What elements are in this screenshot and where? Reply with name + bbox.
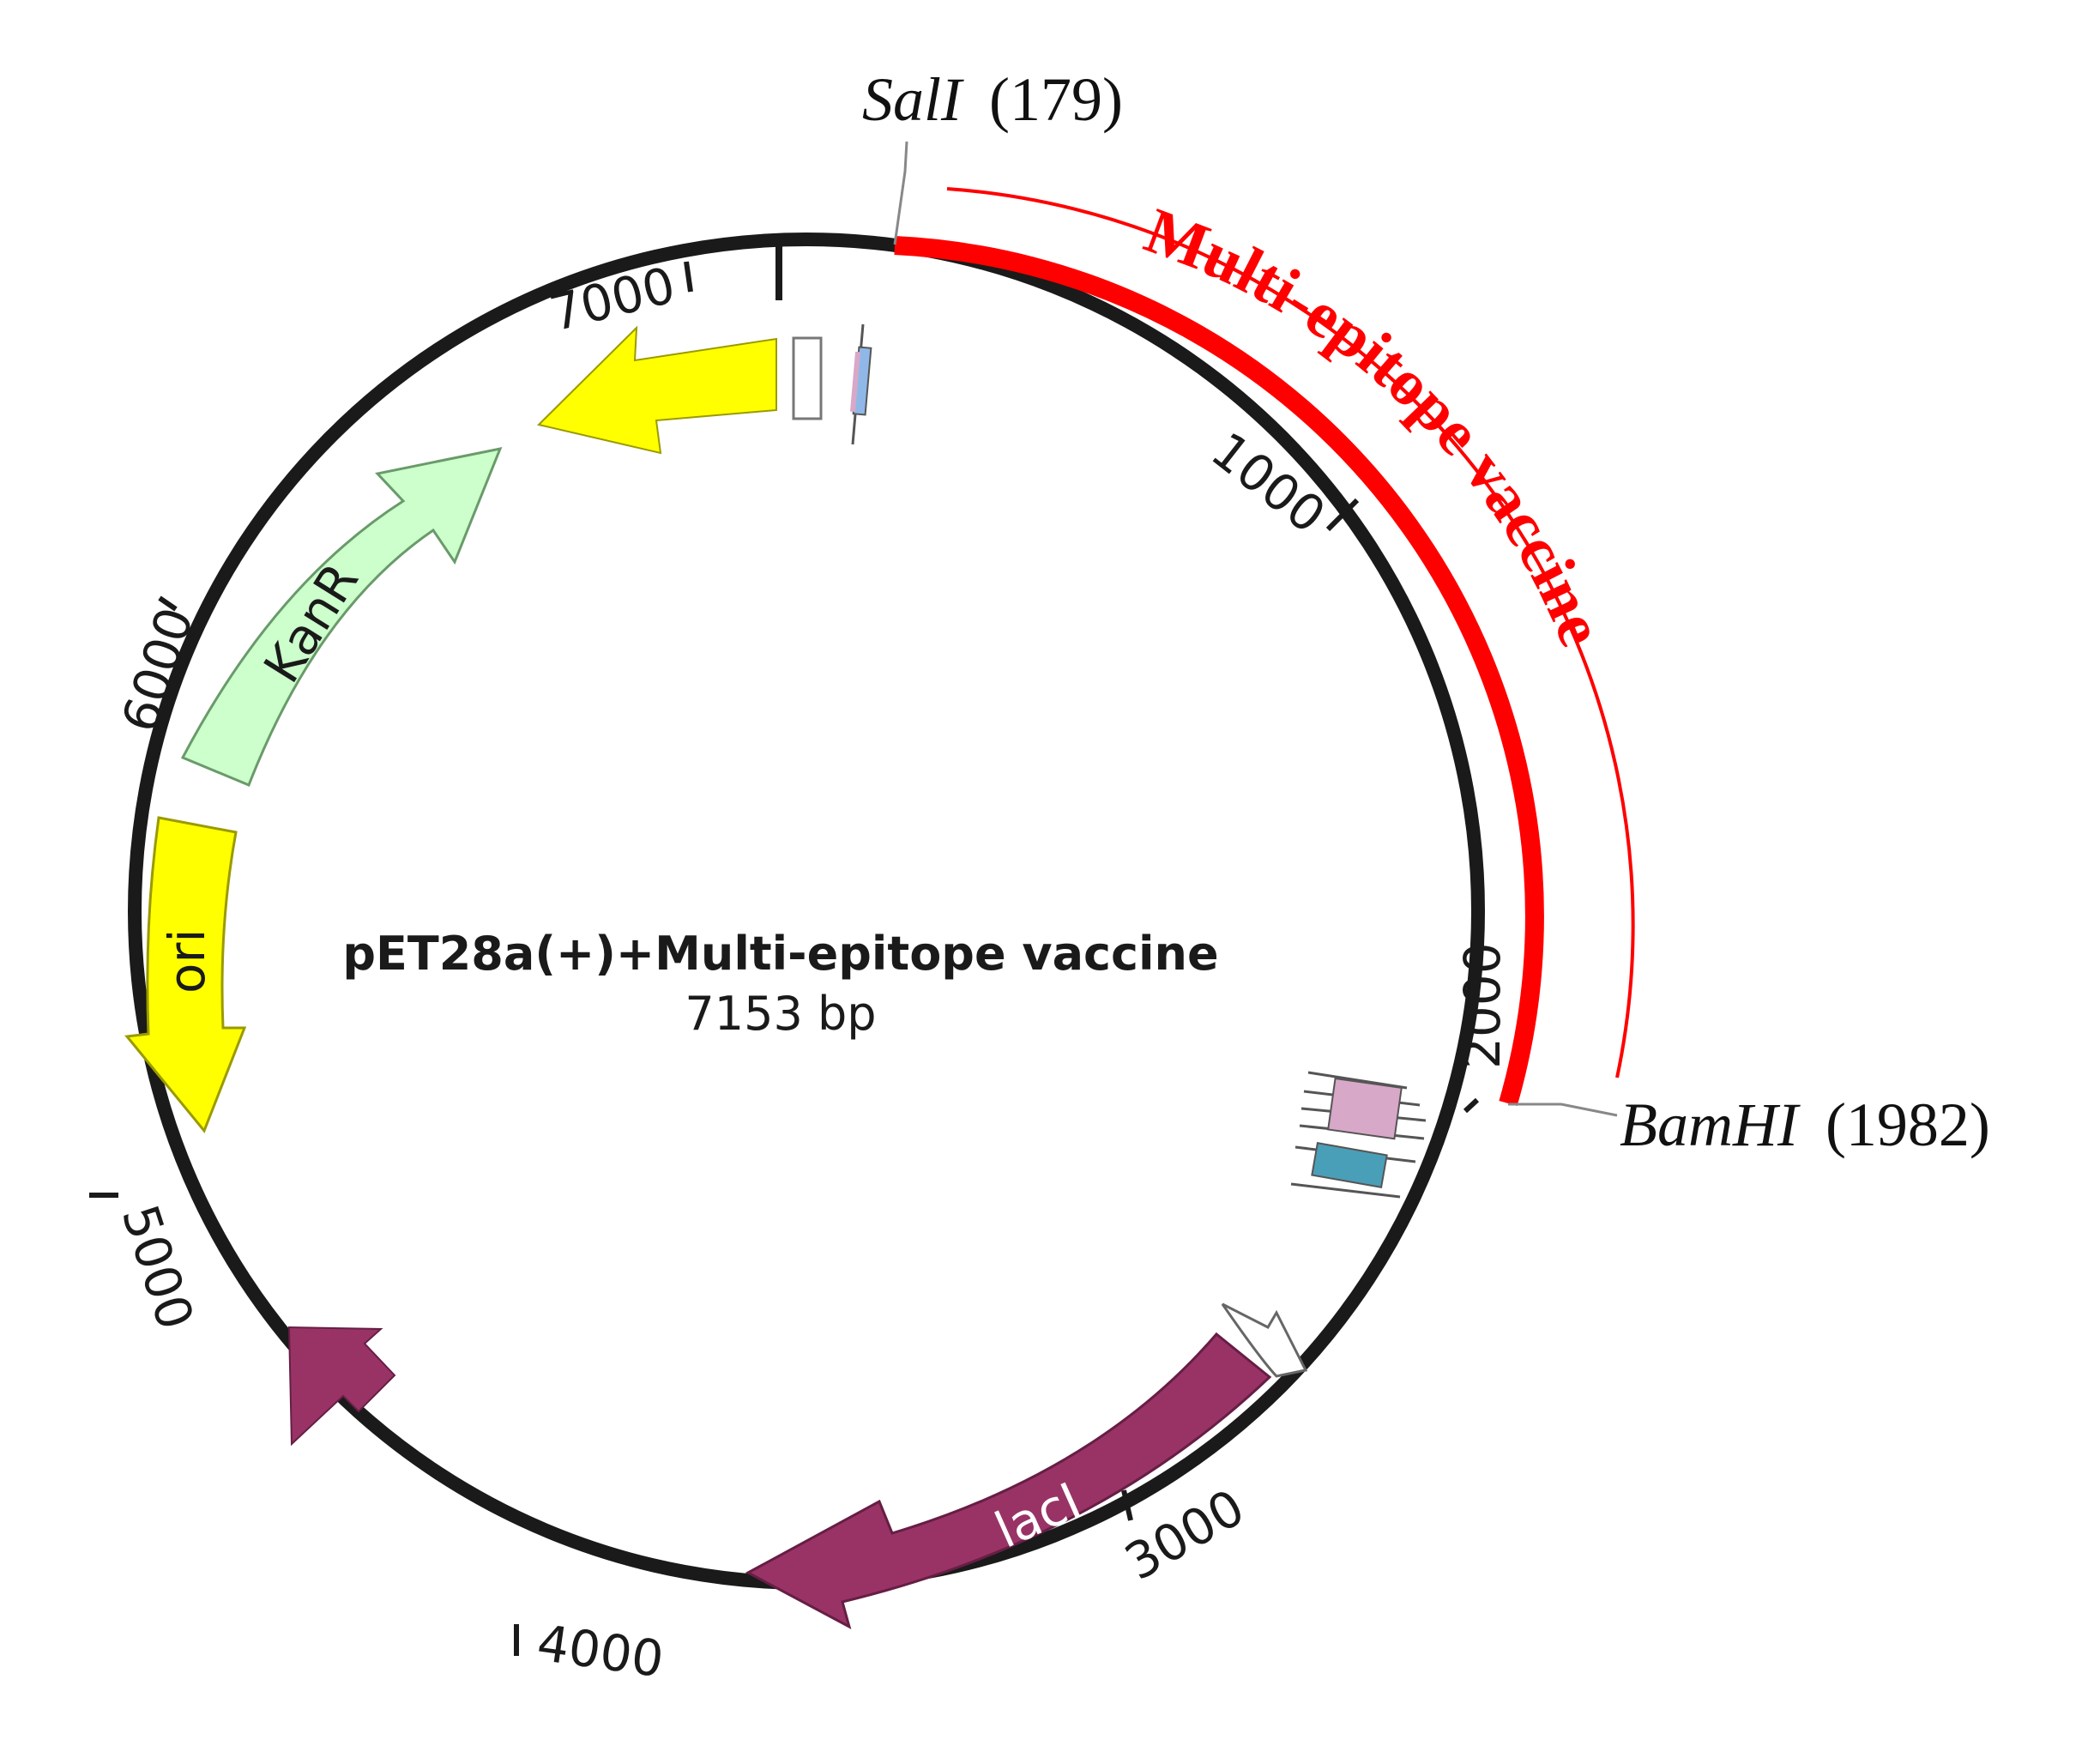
kanr-arrow — [180, 446, 503, 787]
small-feature-white-arrow — [1221, 1302, 1308, 1378]
site-sali: SalI (179) — [862, 65, 1123, 134]
tick-label-1000: 1000 — [1200, 420, 1336, 544]
plasmid-size: 7153 bp — [685, 987, 876, 1041]
ori-arrow — [124, 816, 247, 1133]
insert-bracket — [946, 187, 1635, 1078]
insert-label: Multi-epitope vaccine — [1136, 194, 1618, 655]
tick-label-2000: 2000 — [1453, 942, 1512, 1069]
site-bamhi-name: BamHI — [1620, 1090, 1801, 1159]
magenta-feature-small — [287, 1326, 396, 1447]
small-feature-cluster — [1290, 1071, 1427, 1199]
site-bamhi: BamHI (1982) — [1620, 1090, 1990, 1159]
tick-2000 — [1463, 1097, 1480, 1114]
yellow-feature-top — [537, 325, 777, 455]
tick-label-5000: 5000 — [111, 1198, 205, 1336]
tick-label-7000: 7000 — [544, 256, 681, 343]
tick-label-4000: 4000 — [534, 1614, 667, 1689]
site-bamhi-position: (1982) — [1826, 1090, 1990, 1159]
insert-arc — [894, 236, 1544, 1107]
ori-label: ori — [158, 929, 216, 994]
tick-3000 — [1121, 1489, 1133, 1521]
laci-arrow — [745, 1332, 1272, 1629]
site-sali-name: SalI — [862, 65, 964, 134]
site-sali-position: (179) — [989, 65, 1123, 134]
tick-7000 — [684, 261, 693, 293]
sali-leader — [893, 141, 908, 245]
tick-6000 — [158, 595, 178, 612]
bamhi-leader — [1508, 1102, 1618, 1117]
small-feature-marker-top — [849, 323, 872, 445]
tick-label-6000: 6000 — [111, 601, 205, 739]
small-feature-box — [792, 336, 823, 420]
plasmid-name: pET28a(+)+Multi-epitope vaccine — [342, 927, 1218, 981]
tick-1000 — [1325, 498, 1360, 532]
